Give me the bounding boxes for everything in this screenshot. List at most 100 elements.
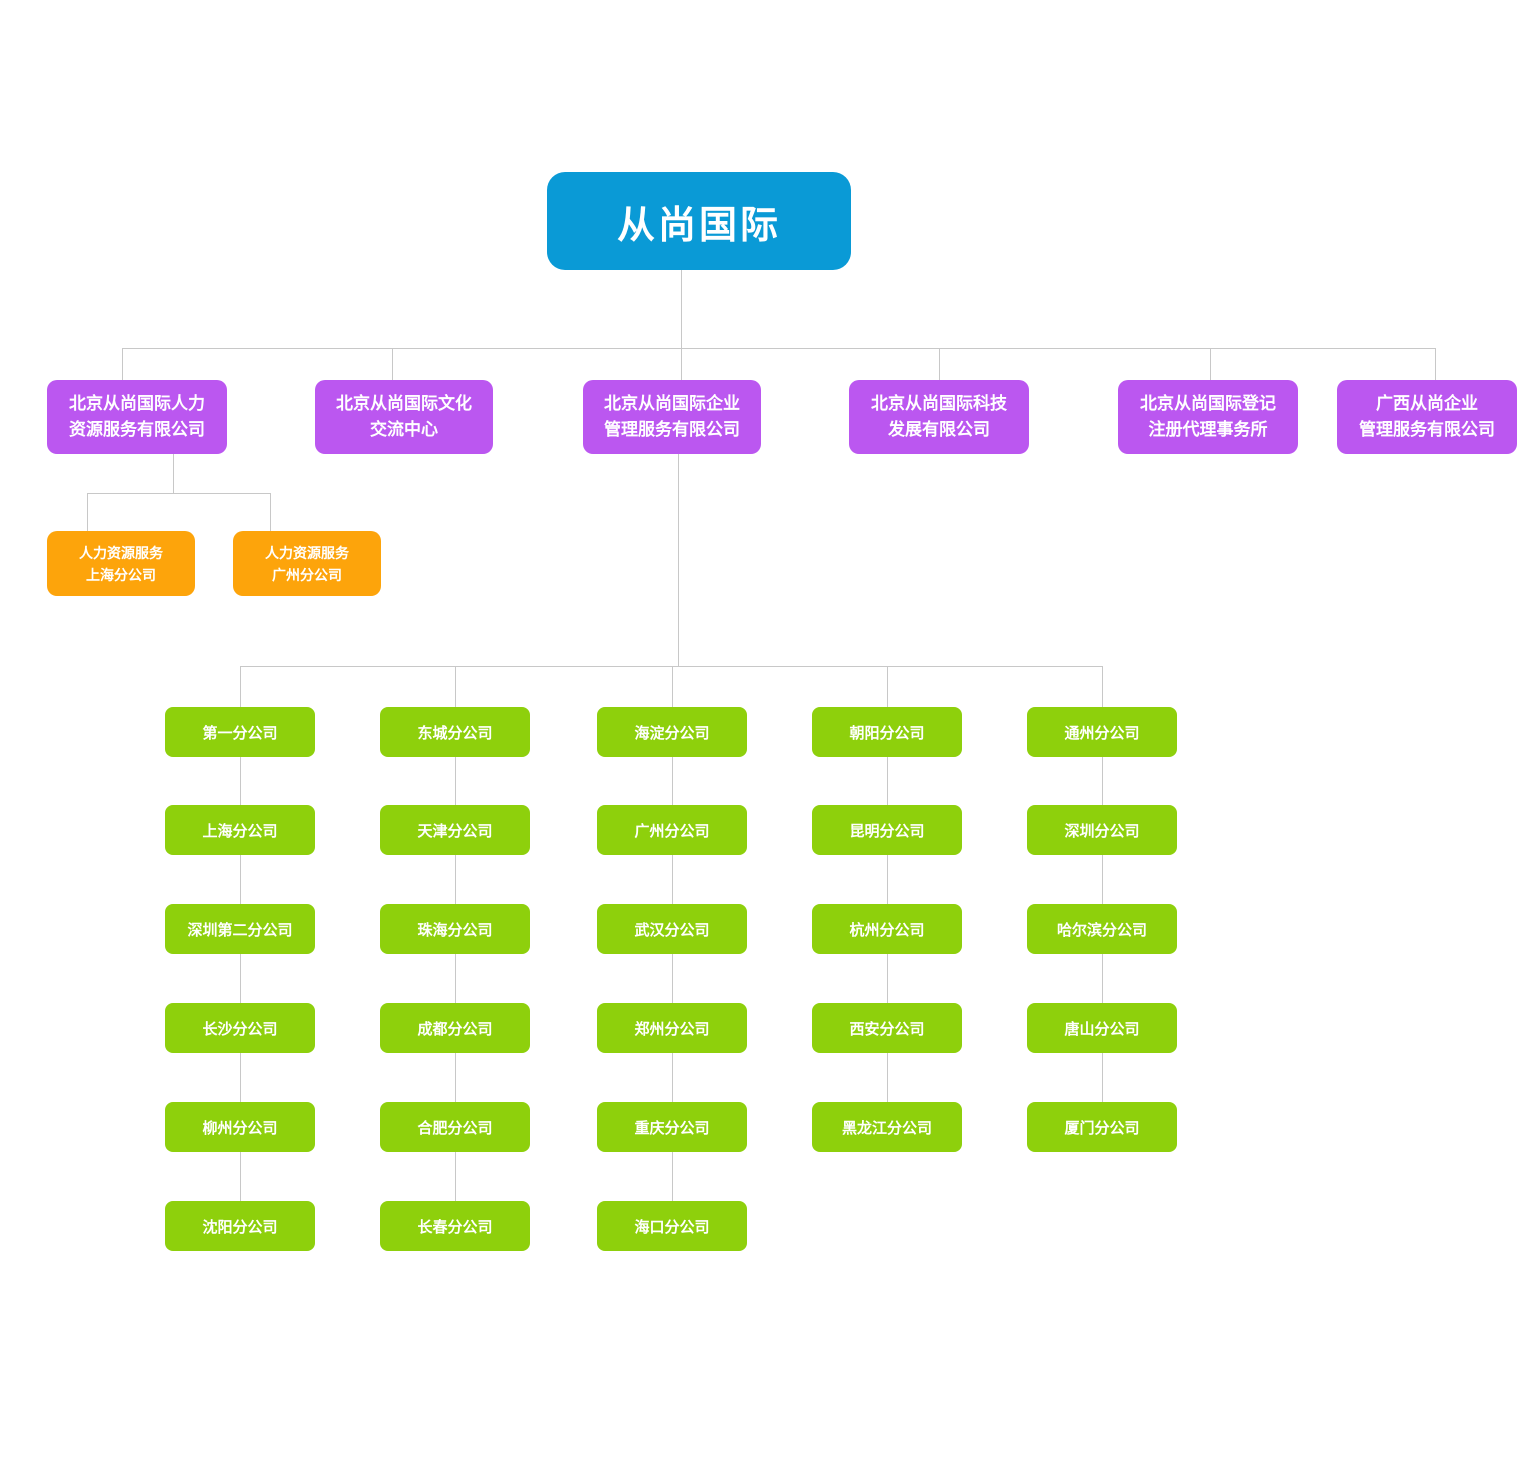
branch-node: 广州分公司 bbox=[597, 805, 747, 855]
connector-line bbox=[173, 454, 174, 494]
branch-node: 郑州分公司 bbox=[597, 1003, 747, 1053]
connector-line bbox=[87, 493, 271, 494]
branch-label: 厦门分公司 bbox=[1064, 1119, 1140, 1137]
connector-line bbox=[392, 348, 393, 380]
root-company-label: 从尚国际 bbox=[616, 204, 781, 247]
subsidiary-node-guangxi-mgmt: 广西从尚企业 管理服务有限公司 bbox=[1337, 380, 1517, 454]
branch-node: 第一分公司 bbox=[165, 707, 315, 757]
branch-label: 重庆分公司 bbox=[634, 1119, 710, 1137]
branch-node: 厦门分公司 bbox=[1027, 1102, 1177, 1152]
branch-label: 广州分公司 bbox=[634, 822, 710, 840]
branch-label: 天津分公司 bbox=[417, 822, 493, 840]
connector-line bbox=[672, 730, 673, 1226]
subsidiary-label-line1: 北京从尚国际科技 bbox=[871, 394, 1007, 413]
branch-label: 柳州分公司 bbox=[202, 1119, 278, 1137]
branch-node: 长沙分公司 bbox=[165, 1003, 315, 1053]
branch-label: 杭州分公司 bbox=[849, 921, 925, 939]
branch-node: 西安分公司 bbox=[812, 1003, 962, 1053]
branch-node: 武汉分公司 bbox=[597, 904, 747, 954]
branch-node: 海口分公司 bbox=[597, 1201, 747, 1251]
branch-node: 哈尔滨分公司 bbox=[1027, 904, 1177, 954]
subsidiary-node-registration-agency: 北京从尚国际登记 注册代理事务所 bbox=[1118, 380, 1298, 454]
branch-label: 海淀分公司 bbox=[634, 724, 710, 742]
branch-label: 沈阳分公司 bbox=[202, 1218, 278, 1236]
connector-line bbox=[1102, 666, 1103, 707]
branch-node: 唐山分公司 bbox=[1027, 1003, 1177, 1053]
subsidiary-node-culture-center: 北京从尚国际文化 交流中心 bbox=[315, 380, 493, 454]
branch-label: 长沙分公司 bbox=[202, 1020, 278, 1038]
branch-node: 杭州分公司 bbox=[812, 904, 962, 954]
branch-node: 珠海分公司 bbox=[380, 904, 530, 954]
branch-node: 深圳分公司 bbox=[1027, 805, 1177, 855]
branch-node: 成都分公司 bbox=[380, 1003, 530, 1053]
branch-label: 郑州分公司 bbox=[634, 1020, 710, 1038]
hr-branch-label-line2: 上海分公司 bbox=[86, 566, 156, 583]
connector-line bbox=[240, 666, 1103, 667]
hr-branch-label-line1: 人力资源服务 bbox=[79, 544, 163, 561]
hr-branch-label-line1: 人力资源服务 bbox=[265, 544, 349, 561]
connector-line bbox=[681, 348, 682, 380]
branch-node: 黑龙江分公司 bbox=[812, 1102, 962, 1152]
branch-label: 合肥分公司 bbox=[417, 1119, 493, 1137]
connector-line bbox=[887, 666, 888, 707]
branch-node: 天津分公司 bbox=[380, 805, 530, 855]
branch-node: 朝阳分公司 bbox=[812, 707, 962, 757]
branch-label: 珠海分公司 bbox=[417, 921, 493, 939]
connector-line bbox=[87, 493, 88, 531]
branch-label: 昆明分公司 bbox=[849, 822, 925, 840]
branch-label: 上海分公司 bbox=[202, 822, 278, 840]
subsidiary-label-line1: 广西从尚企业 bbox=[1376, 394, 1478, 413]
branch-label: 深圳分公司 bbox=[1064, 822, 1140, 840]
subsidiary-label-line2: 管理服务有限公司 bbox=[604, 420, 740, 439]
subsidiary-node-enterprise-mgmt: 北京从尚国际企业 管理服务有限公司 bbox=[583, 380, 761, 454]
branch-label: 长春分公司 bbox=[417, 1218, 493, 1236]
branch-label: 通州分公司 bbox=[1064, 724, 1140, 742]
branch-node: 合肥分公司 bbox=[380, 1102, 530, 1152]
branch-node: 东城分公司 bbox=[380, 707, 530, 757]
branch-node: 柳州分公司 bbox=[165, 1102, 315, 1152]
branch-label: 西安分公司 bbox=[849, 1020, 925, 1038]
branch-node: 通州分公司 bbox=[1027, 707, 1177, 757]
hr-branch-label-line2: 广州分公司 bbox=[272, 566, 342, 583]
branch-label: 哈尔滨分公司 bbox=[1056, 921, 1147, 939]
connector-line bbox=[240, 666, 241, 707]
subsidiary-label-line2: 发展有限公司 bbox=[888, 420, 990, 439]
branch-label: 第一分公司 bbox=[202, 724, 278, 742]
branch-label: 朝阳分公司 bbox=[849, 724, 925, 742]
connector-line bbox=[939, 348, 940, 380]
branch-label: 深圳第二分公司 bbox=[187, 921, 293, 939]
subsidiary-label-line1: 北京从尚国际文化 bbox=[336, 394, 472, 413]
subsidiary-node-hr-services: 北京从尚国际人力 资源服务有限公司 bbox=[47, 380, 227, 454]
subsidiary-label-line2: 注册代理事务所 bbox=[1148, 420, 1268, 439]
connector-line bbox=[681, 270, 682, 348]
connector-line bbox=[122, 348, 1436, 349]
connector-line bbox=[270, 493, 271, 531]
root-company-node: 从尚国际 bbox=[547, 172, 851, 270]
branch-node: 深圳第二分公司 bbox=[165, 904, 315, 954]
connector-line bbox=[455, 666, 456, 707]
branch-node: 上海分公司 bbox=[165, 805, 315, 855]
connector-line bbox=[678, 454, 679, 666]
hr-branch-node-shanghai: 人力资源服务 上海分公司 bbox=[47, 531, 195, 596]
subsidiary-node-tech-dev: 北京从尚国际科技 发展有限公司 bbox=[849, 380, 1029, 454]
branch-node: 沈阳分公司 bbox=[165, 1201, 315, 1251]
subsidiary-label-line1: 北京从尚国际登记 bbox=[1140, 394, 1276, 413]
branch-label: 成都分公司 bbox=[417, 1020, 493, 1038]
subsidiary-label-line1: 北京从尚国际企业 bbox=[604, 394, 740, 413]
connector-line bbox=[122, 348, 123, 380]
connector-line bbox=[1210, 348, 1211, 380]
hr-branch-node-guangzhou: 人力资源服务 广州分公司 bbox=[233, 531, 381, 596]
connector-line bbox=[1435, 348, 1436, 380]
branch-node: 海淀分公司 bbox=[597, 707, 747, 757]
connector-line bbox=[240, 730, 241, 1226]
subsidiary-label-line2: 管理服务有限公司 bbox=[1359, 420, 1495, 439]
branch-label: 黑龙江分公司 bbox=[841, 1119, 932, 1137]
branch-label: 唐山分公司 bbox=[1064, 1020, 1140, 1038]
branch-label: 武汉分公司 bbox=[634, 921, 710, 939]
subsidiary-label-line1: 北京从尚国际人力 bbox=[69, 394, 205, 413]
branch-label: 海口分公司 bbox=[634, 1218, 710, 1236]
connector-line bbox=[672, 666, 673, 707]
branch-node: 昆明分公司 bbox=[812, 805, 962, 855]
subsidiary-label-line2: 资源服务有限公司 bbox=[69, 420, 205, 439]
